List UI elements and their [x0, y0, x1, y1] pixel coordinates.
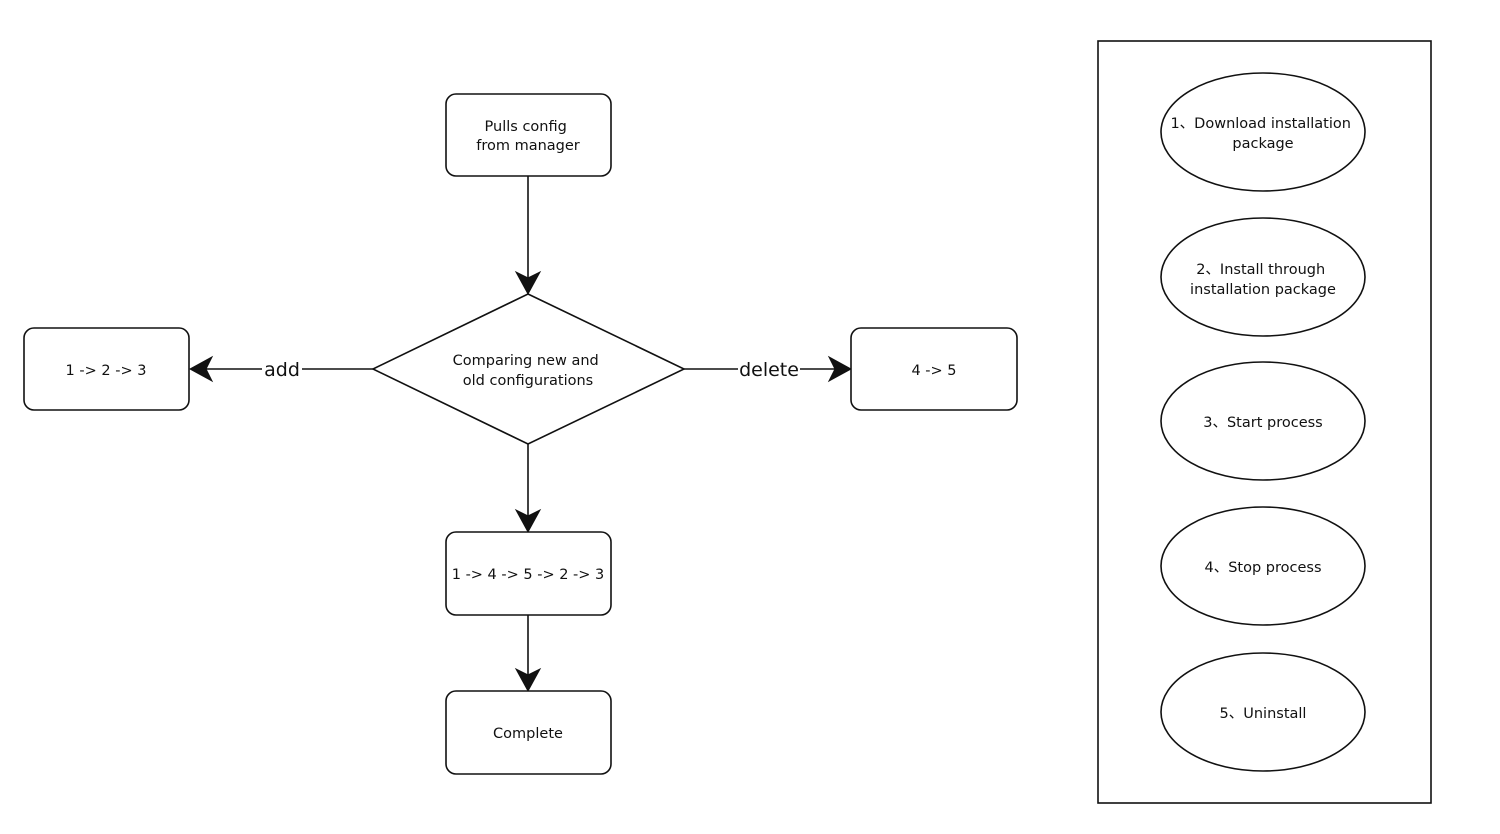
- legend-step-5-label: 5、Uninstall: [1220, 706, 1307, 722]
- legend-step-4-ellipse: [1160, 506, 1366, 626]
- arrowhead-delete: [827, 355, 853, 383]
- legend-step-3: 3、Start process: [1160, 361, 1366, 481]
- node-decision: Comparing new and old configurations: [371, 293, 686, 445]
- legend-step-1: 1、Download installation package: [1160, 72, 1366, 192]
- node-add-result-box: [23, 327, 190, 411]
- legend-step-4: 4、Stop process: [1160, 506, 1366, 626]
- edge-label-delete: delete: [739, 359, 799, 381]
- legend-step-5-ellipse: [1160, 652, 1366, 772]
- node-update-result: 1 -> 4 -> 5 -> 2 -> 3: [445, 531, 612, 616]
- node-start: Pulls config from manager: [445, 93, 612, 177]
- node-start-label: Pulls config from manager: [476, 119, 580, 154]
- legend-step-1-ellipse: [1160, 72, 1366, 192]
- node-add-result-label: 1 -> 2 -> 3: [66, 363, 147, 379]
- node-add-result: 1 -> 2 -> 3: [23, 327, 190, 411]
- legend-step-4-label: 4、Stop process: [1204, 560, 1321, 576]
- node-decision-label: Comparing new and old configurations: [453, 353, 604, 389]
- arrowhead-complete: [514, 667, 542, 693]
- edge-label-add: add: [264, 359, 300, 381]
- node-update-result-box: [445, 531, 612, 616]
- node-update-result-label: 1 -> 4 -> 5 -> 2 -> 3: [452, 567, 605, 583]
- edge-label-delete-bg: [738, 358, 800, 380]
- node-delete-result-label: 4 -> 5: [911, 363, 956, 379]
- legend-step-3-ellipse: [1160, 361, 1366, 481]
- legend-step-1-label: 1、Download installation package: [1170, 116, 1355, 152]
- legend-step-3-label: 3、Start process: [1203, 415, 1322, 431]
- node-decision-diamond: [371, 293, 686, 445]
- legend-step-2: 2、Install through installation package: [1160, 217, 1366, 337]
- node-complete-box: [445, 690, 612, 775]
- arrowhead-update: [514, 508, 542, 534]
- legend-step-2-label: 2、Install through installation package: [1190, 262, 1336, 298]
- node-delete-result-box: [850, 327, 1018, 411]
- arrowhead-start-to-decision: [514, 270, 542, 296]
- legend-panel: 1、Download installation package 2、Instal…: [1097, 40, 1432, 804]
- edges: [188, 176, 853, 693]
- node-delete-result: 4 -> 5: [850, 327, 1018, 411]
- node-complete: Complete: [445, 690, 612, 775]
- edge-label-add-bg: [262, 358, 302, 380]
- legend-step-5: 5、Uninstall: [1160, 652, 1366, 772]
- arrowhead-add: [188, 355, 214, 383]
- legend-step-2-ellipse: [1160, 217, 1366, 337]
- node-start-box: [445, 93, 612, 177]
- node-complete-label: Complete: [493, 726, 563, 742]
